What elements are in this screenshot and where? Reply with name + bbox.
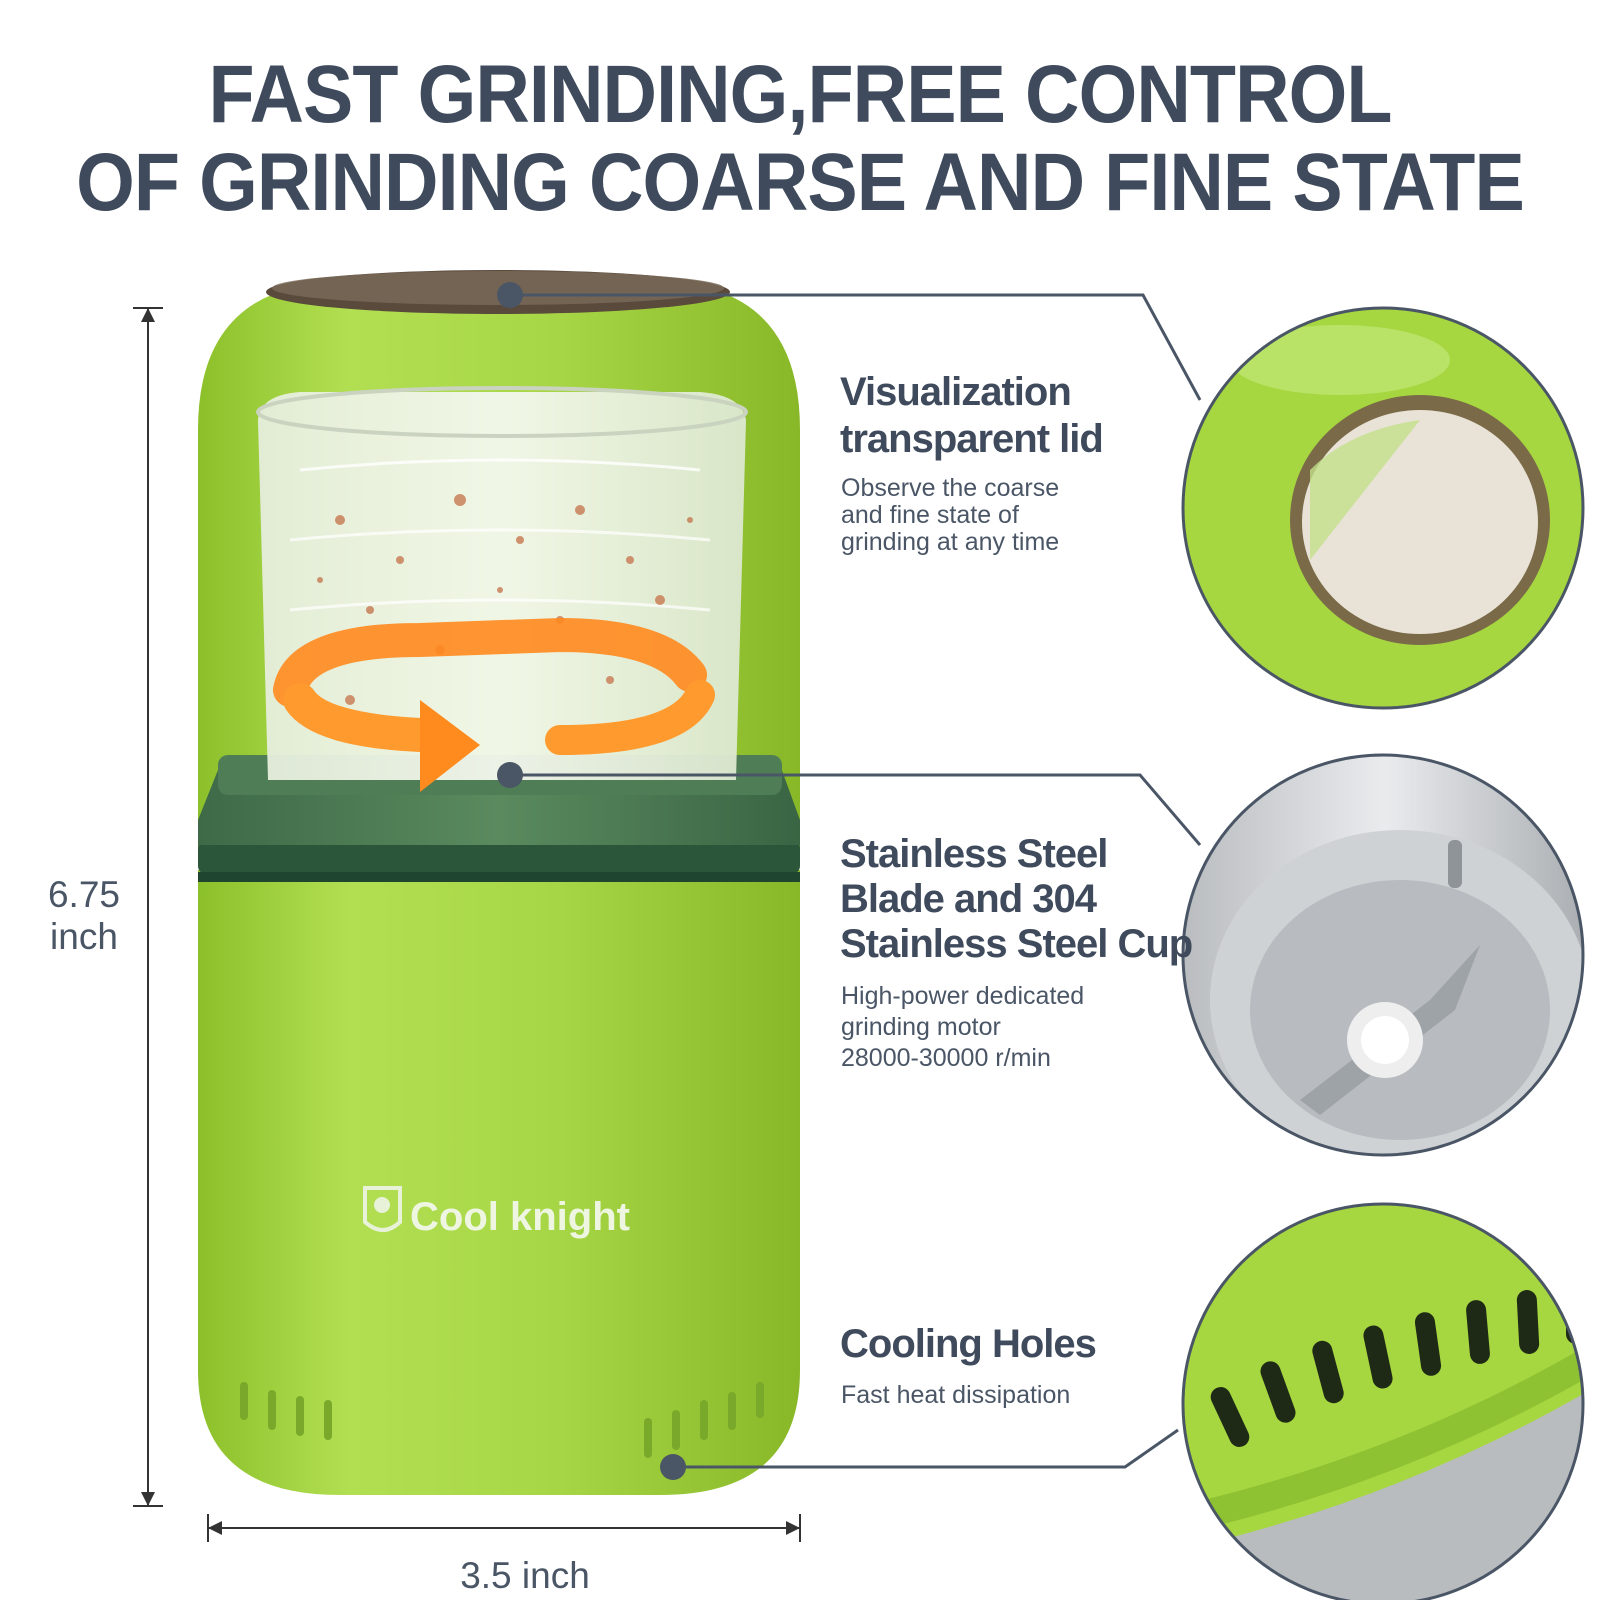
feature-blade-title-3: Stainless Steel Cup <box>840 922 1193 966</box>
feature-lid-desc-1: Observe the coarse <box>841 474 1060 502</box>
width-label: 3.5 inch <box>460 1555 590 1596</box>
cooling-holes-closeup-icon <box>1181 1202 1585 1600</box>
feature-cooling-title: Cooling Holes <box>840 1322 1097 1366</box>
grinder-body <box>198 270 800 1495</box>
headline-line-2: OF GRINDING COARSE AND FINE STATE <box>76 137 1525 228</box>
transparent-lid-closeup-icon <box>1181 306 1585 710</box>
steel-blade-closeup-icon <box>1181 753 1585 1157</box>
height-unit-label: inch <box>50 916 118 957</box>
feature-blade-title-2: Blade and 304 <box>840 877 1097 921</box>
feature-blade-title-1: Stainless Steel <box>840 832 1108 876</box>
feature-lid-title-2: transparent lid <box>840 417 1104 461</box>
callout-cooling <box>660 1428 1179 1480</box>
brand-name: Cool knight <box>410 1195 630 1239</box>
height-value-label: 6.75 <box>47 874 120 915</box>
callout-lid <box>497 282 1202 401</box>
brand-logo: Cool knight <box>363 1186 630 1239</box>
feature-lid-desc-2: and fine state of <box>841 501 1019 529</box>
feature-lid-title-1: Visualization <box>840 370 1072 414</box>
feature-blade-desc-1: High-power dedicated <box>841 982 1085 1010</box>
height-dimension-line <box>133 307 163 1507</box>
feature-blade-desc-2: grinding motor <box>841 1013 1001 1041</box>
callout-blade <box>497 762 1202 846</box>
feature-cooling-desc: Fast heat dissipation <box>841 1381 1071 1409</box>
feature-blade-desc-3: 28000-30000 r/min <box>841 1044 1051 1072</box>
width-dimension-line <box>207 1514 801 1542</box>
feature-lid-desc-3: grinding at any time <box>841 528 1060 556</box>
headline-line-1: FAST GRINDING,FREE CONTROL <box>208 49 1392 140</box>
